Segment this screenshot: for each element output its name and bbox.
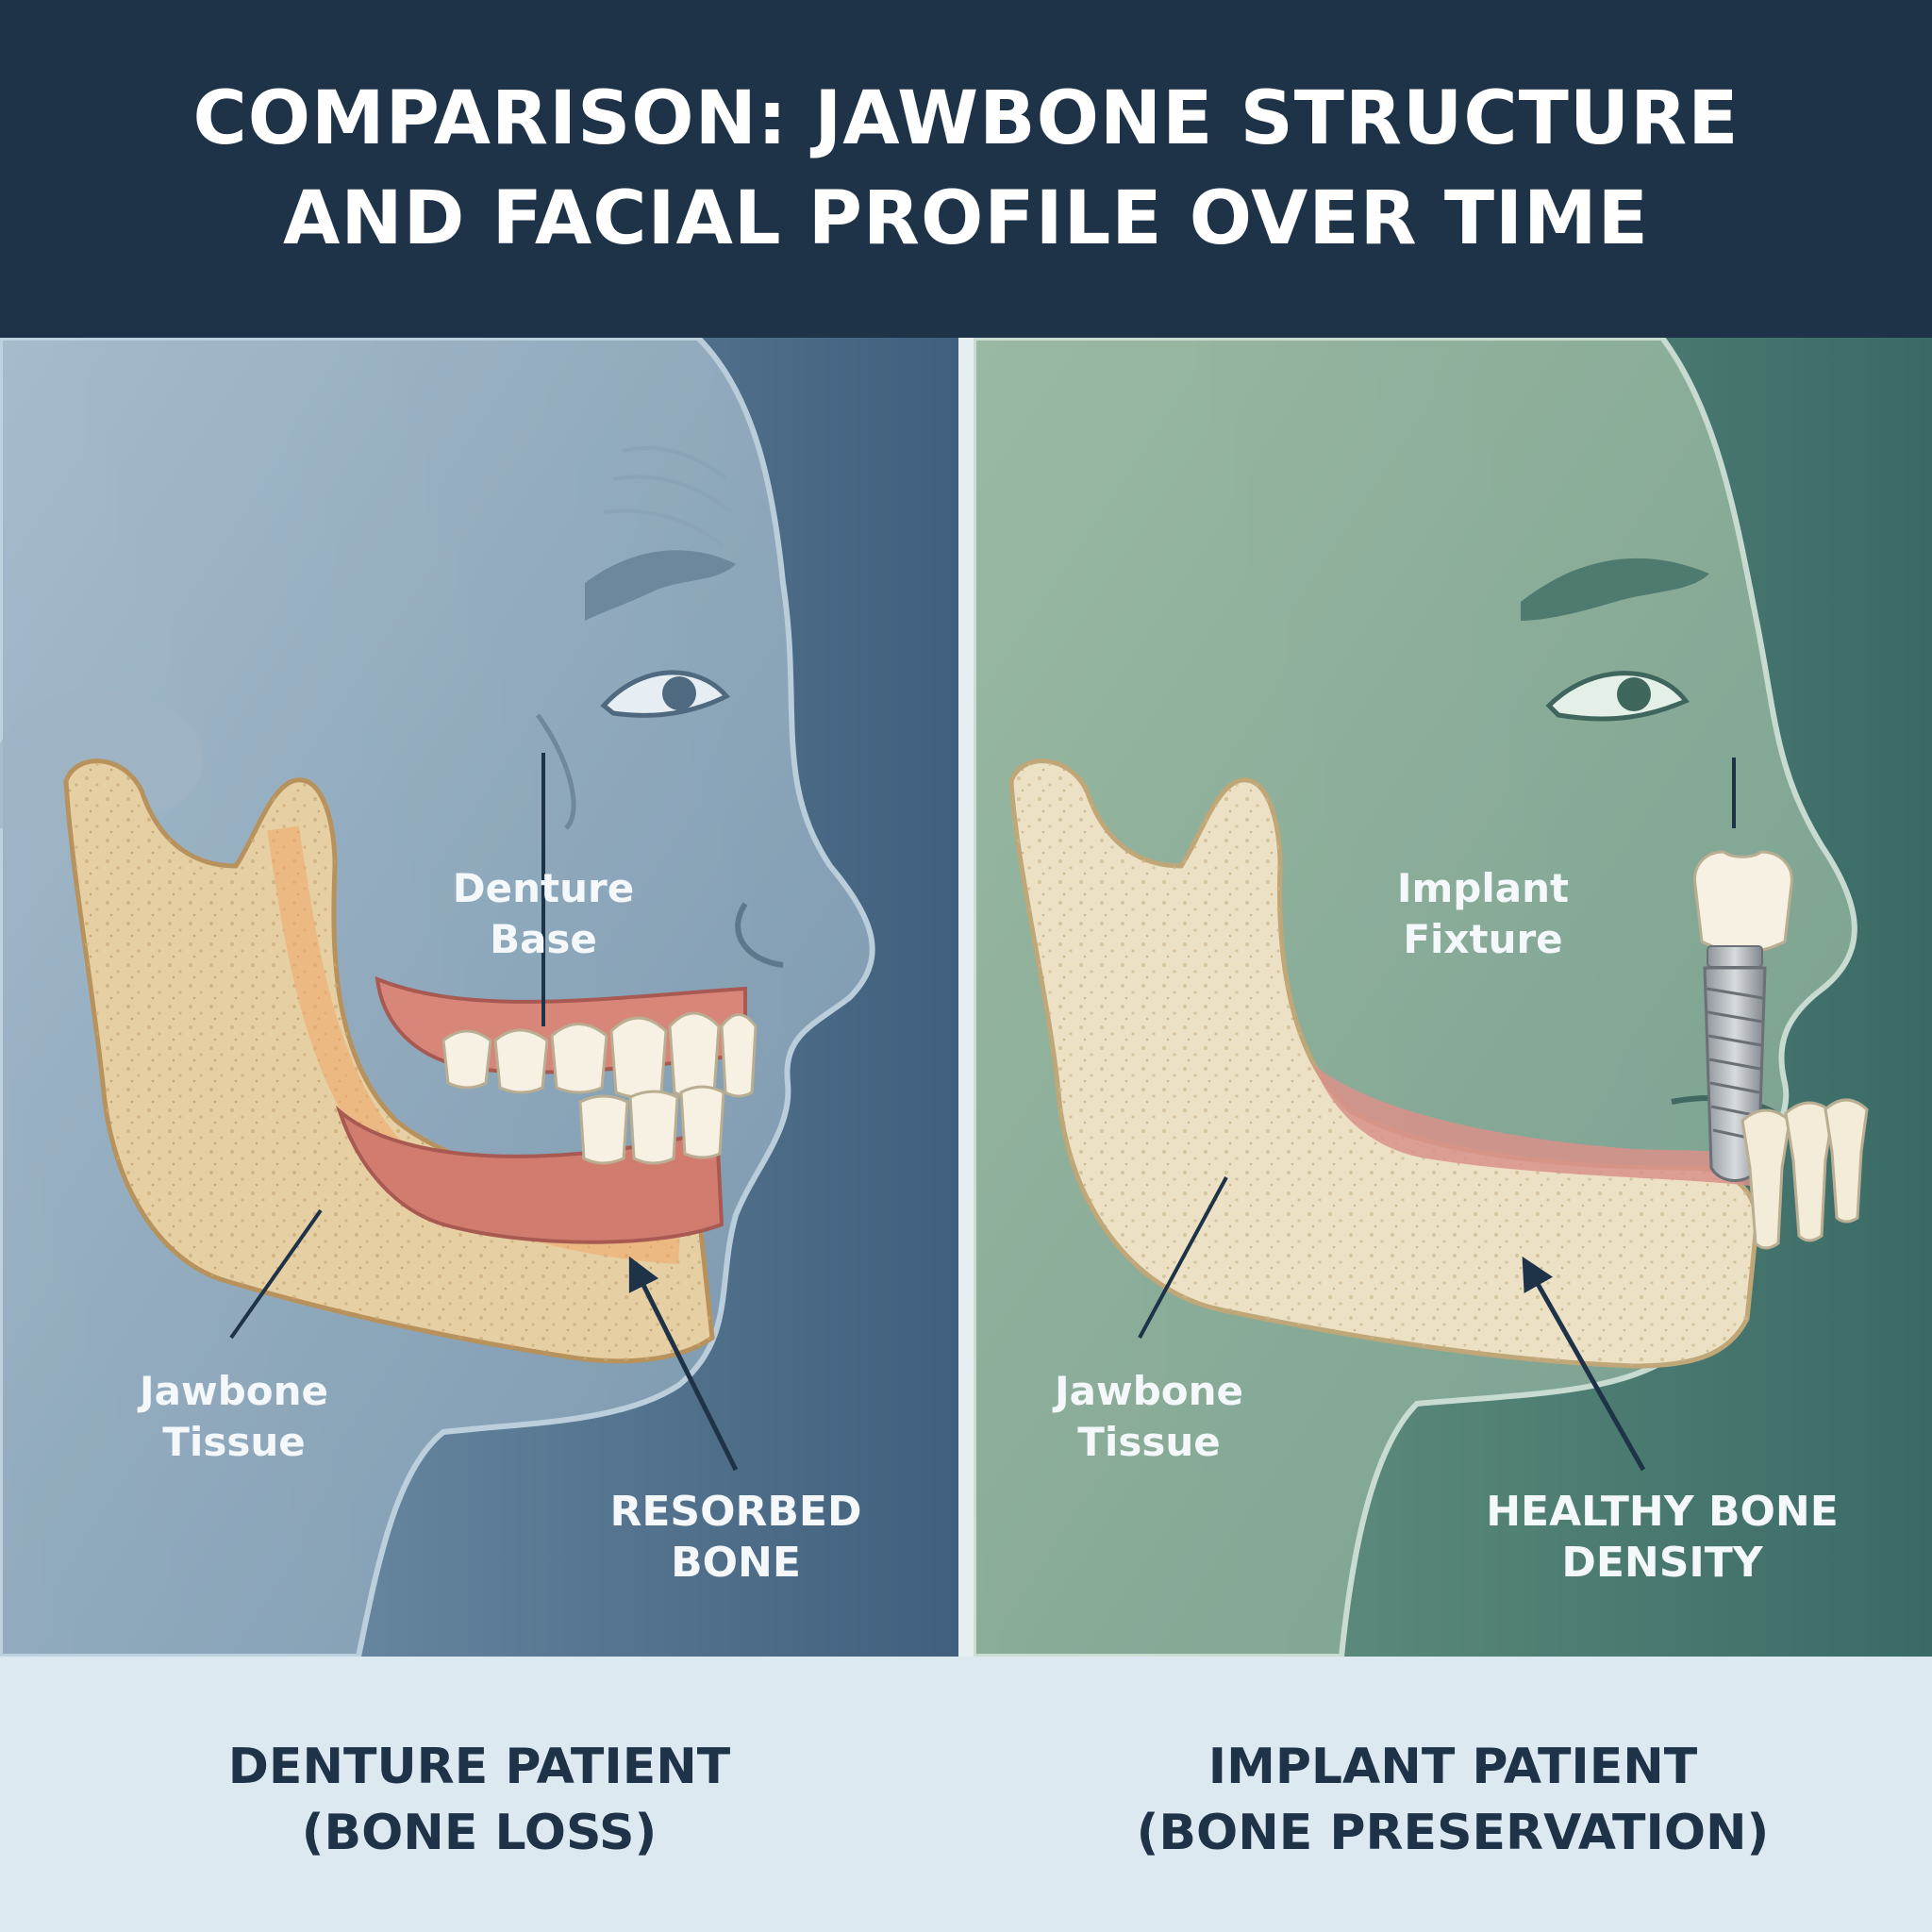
implant-caption-line2: (BONE PRESERVATION) (1136, 1805, 1770, 1861)
title-line-1: COMPARISON: JAWBONE STRUCTURE (192, 76, 1740, 161)
cheek-crease (535, 713, 576, 830)
jawbone-leader (229, 1208, 323, 1340)
jawbone-label-left-line1: Jawbone (139, 1368, 329, 1414)
lower-denture-gum (335, 1105, 724, 1244)
healthy-bone-label: HEALTHY BONE DENSITY (1464, 1487, 1860, 1589)
denture-teeth (441, 1011, 758, 1165)
forehead-wrinkles (603, 445, 733, 547)
denture-panel: Denture Base Jawbone Tissue RESORBED BON… (0, 338, 958, 1657)
jawbone-label-left: Jawbone Tissue (111, 1366, 357, 1468)
footer-captions: DENTURE PATIENT (BONE LOSS) IMPLANT PATI… (0, 1657, 1932, 1932)
healthy-label-line2: DENSITY (1561, 1539, 1763, 1587)
eyebrow (585, 550, 736, 621)
implant-caption: IMPLANT PATIENT (BONE PRESERVATION) (974, 1734, 1932, 1866)
header-banner: COMPARISON: JAWBONE STRUCTURE AND FACIAL… (0, 0, 1932, 338)
iris (662, 676, 696, 710)
iris (1617, 677, 1651, 711)
eyebrow (1521, 558, 1709, 621)
nostril (735, 902, 784, 968)
implant-label-line2: Fixture (1403, 916, 1563, 962)
implant-label-line1: Implant (1396, 865, 1570, 911)
implant-illustration (974, 338, 1932, 1657)
title-line-2: AND FACIAL PROFILE OVER TIME (283, 176, 1649, 261)
denture-base-label-line2: Base (490, 916, 597, 962)
page-title: COMPARISON: JAWBONE STRUCTURE AND FACIAL… (192, 69, 1739, 269)
implant-fixture-label: Implant Fixture (1351, 863, 1615, 965)
resorbed-arrow (628, 1256, 739, 1472)
panel-divider (958, 338, 974, 1657)
implant-abutment (1707, 945, 1763, 968)
resorbed-label-line2: BONE (671, 1539, 801, 1587)
denture-caption: DENTURE PATIENT (BONE LOSS) (0, 1734, 958, 1866)
denture-base-label: Denture Base (430, 863, 657, 965)
implant-panel: Implant Fixture Jawbone Tissue HEALTHY B… (974, 338, 1932, 1657)
jawbone-label-right-line2: Tissue (1077, 1419, 1221, 1465)
denture-caption-line2: (BONE LOSS) (301, 1805, 658, 1861)
natural-teeth (1740, 1098, 1869, 1250)
resorbed-bone-label: RESORBED BONE (585, 1487, 887, 1589)
jawbone-leader (1138, 1176, 1228, 1339)
implant-caption-line1: IMPLANT PATIENT (1208, 1739, 1698, 1795)
jawbone-label-right-line1: Jawbone (1054, 1368, 1244, 1414)
jawbone-label-left-line2: Tissue (162, 1419, 306, 1465)
healthy-label-line1: HEALTHY BONE (1486, 1488, 1839, 1536)
denture-base-label-line1: Denture (452, 865, 635, 911)
denture-caption-line1: DENTURE PATIENT (227, 1739, 731, 1795)
implant-crown (1693, 850, 1793, 954)
resorbed-label-line1: RESORBED (609, 1488, 862, 1536)
gum-line (1313, 1064, 1757, 1187)
bone-texture (1011, 760, 1757, 1366)
healthy-bone-arrow (1522, 1256, 1646, 1472)
jawbone-label-right: Jawbone Tissue (1026, 1366, 1272, 1468)
denture-illustration (0, 338, 958, 1657)
